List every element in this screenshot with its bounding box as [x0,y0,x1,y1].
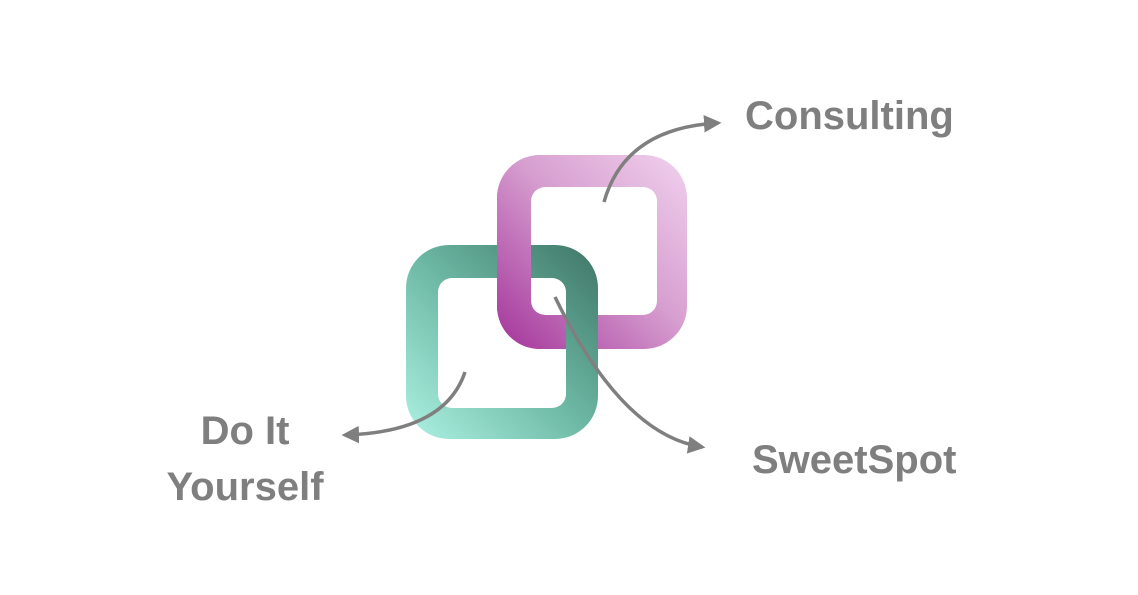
consulting-label-text: Consulting [745,94,954,138]
consulting-label: Consulting [745,88,954,144]
sweetspot-label: SweetSpot [752,432,956,488]
do-it-yourself-label: Do It Yourself [162,403,328,515]
sweetspot-label-text: SweetSpot [752,438,957,482]
diy-label-line-1: Do It [200,409,290,453]
consulting-ring-overlap [497,155,548,349]
diy-label-line-2: Yourself [166,465,324,509]
consulting-arrow [602,115,722,203]
diy-arrow [341,371,467,444]
sweetspot-arrow [553,296,706,454]
